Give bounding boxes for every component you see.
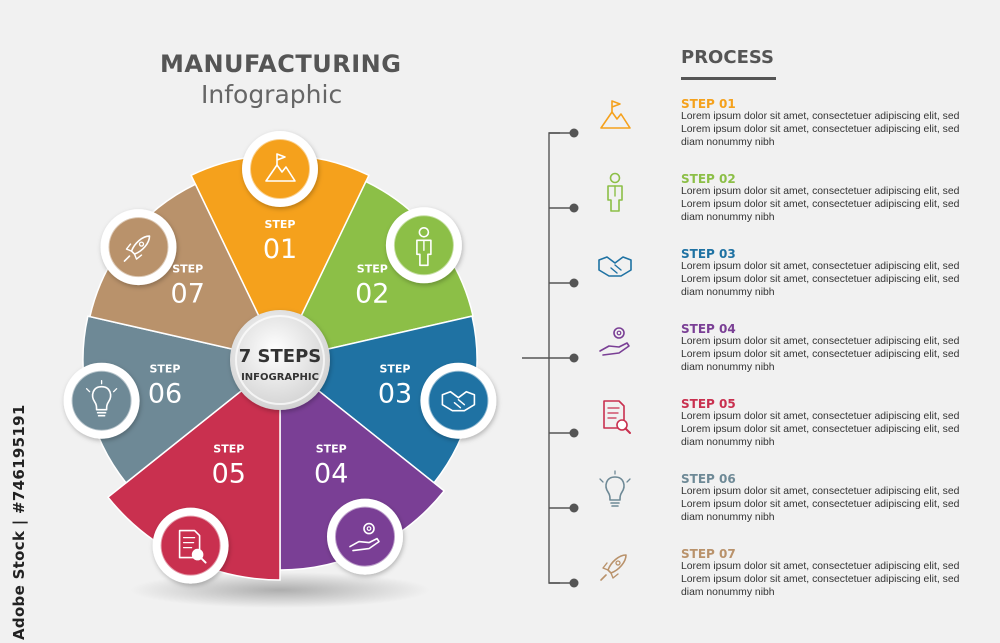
timeline-dot (569, 128, 579, 138)
segment-step-number: 02 (355, 278, 389, 309)
segment-step-label: STEP (357, 262, 388, 275)
step-title: STEP 02 (681, 172, 736, 186)
process-divider (681, 77, 776, 80)
segment-step-number: 06 (148, 378, 182, 409)
step-description: Lorem ipsum dolor sit amet, consectetuer… (681, 186, 960, 223)
segment-step-number: 07 (171, 278, 205, 309)
bubble-step-01 (242, 131, 318, 207)
timeline-dot (569, 428, 579, 438)
timeline-dot (569, 503, 579, 513)
segment-step-label: STEP (213, 442, 244, 455)
segment-step-label: STEP (264, 218, 295, 231)
center-title: 7 STEPS (239, 346, 322, 367)
timeline-dot (569, 353, 579, 363)
bubble-step-03 (420, 362, 497, 439)
bubble-step-04 (327, 498, 403, 575)
center-badge: 7 STEPS INFOGRAPHIC (230, 310, 330, 410)
timeline-connector (522, 128, 579, 588)
step-title: STEP 04 (681, 322, 736, 336)
segment-step-label: STEP (172, 262, 203, 275)
rocket-icon (600, 554, 627, 581)
document-search-icon (603, 400, 631, 434)
stock-id-watermark: Adobe Stock | #746195191 (10, 404, 28, 640)
step-description: Lorem ipsum dolor sit amet, consectetuer… (681, 336, 960, 373)
floor-shadow (130, 572, 430, 608)
process-heading: PROCESS (681, 47, 774, 68)
rocket-icon (123, 235, 151, 262)
timeline-dot (569, 203, 579, 213)
timeline-dot (569, 278, 579, 288)
mountain-flag-icon (265, 153, 296, 182)
step-description: Lorem ipsum dolor sit amet, consectetuer… (681, 261, 960, 298)
businessman-icon (416, 227, 432, 267)
step-title: STEP 06 (681, 472, 736, 486)
step-description: Lorem ipsum dolor sit amet, consectetuer… (681, 561, 960, 598)
mountain-flag-icon (600, 100, 631, 129)
segment-step-number: 04 (314, 458, 348, 489)
bubble-step-02 (385, 207, 462, 284)
center-subtitle: INFOGRAPHIC (241, 372, 319, 383)
segment-labels: STEP01STEP02STEP03STEP04STEP05STEP06STEP… (148, 218, 412, 489)
businessman-icon (607, 172, 623, 212)
step-title: STEP 05 (681, 397, 736, 411)
segment-step-number: 05 (212, 458, 246, 489)
bubble-step-05 (152, 507, 229, 584)
bubble-step-06 (63, 362, 140, 439)
step-title: STEP 07 (681, 547, 736, 561)
handshake-icon (598, 256, 632, 277)
timeline-dot (569, 578, 579, 588)
lightbulb-icon (85, 380, 118, 417)
segment-step-label: STEP (316, 442, 347, 455)
lightbulb-icon (599, 470, 631, 507)
handshake-icon (441, 390, 476, 412)
gear-hand-icon (349, 522, 380, 552)
bubble-step-07 (100, 209, 177, 286)
step-title: STEP 01 (681, 97, 736, 111)
document-search-icon (178, 529, 207, 564)
gear-hand-icon (599, 327, 630, 356)
icon-bubbles (63, 131, 497, 584)
step-description: Lorem ipsum dolor sit amet, consectetuer… (681, 111, 960, 148)
segment-step-label: STEP (149, 362, 180, 375)
page-title: MANUFACTURING (160, 50, 402, 78)
step-title: STEP 03 (681, 247, 736, 261)
page-subtitle: Infographic (201, 80, 343, 109)
segment-step-label: STEP (379, 362, 410, 375)
segment-step-number: 01 (263, 234, 297, 265)
step-description: Lorem ipsum dolor sit amet, consectetuer… (681, 411, 960, 448)
step-description: Lorem ipsum dolor sit amet, consectetuer… (681, 486, 960, 523)
segment-step-number: 03 (378, 378, 412, 409)
